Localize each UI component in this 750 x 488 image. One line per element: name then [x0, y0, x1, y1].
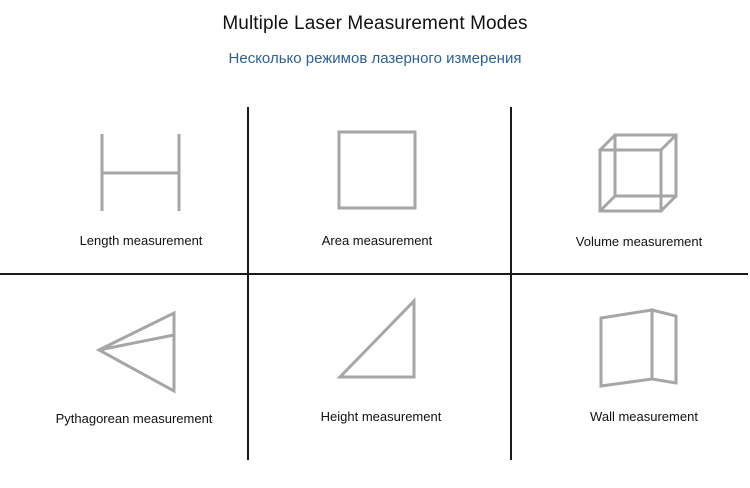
mode-label-wall: Wall measurement: [590, 409, 698, 424]
grid-divider-vertical-left: [247, 107, 249, 460]
mode-label-area: Area measurement: [321, 233, 433, 248]
grid-divider-horizontal: [0, 273, 748, 275]
mode-label-length: Length measurement: [79, 233, 203, 248]
mode-label-height: Height measurement: [320, 409, 442, 424]
page-subtitle: Несколько режимов лазерного измерения: [228, 50, 522, 67]
mode-label-volume: Volume measurement: [575, 234, 703, 249]
grid-divider-vertical-right: [510, 107, 512, 460]
page-title: Multiple Laser Measurement Modes: [222, 13, 528, 34]
mode-label-pythagorean: Pythagorean measurement: [55, 411, 213, 426]
